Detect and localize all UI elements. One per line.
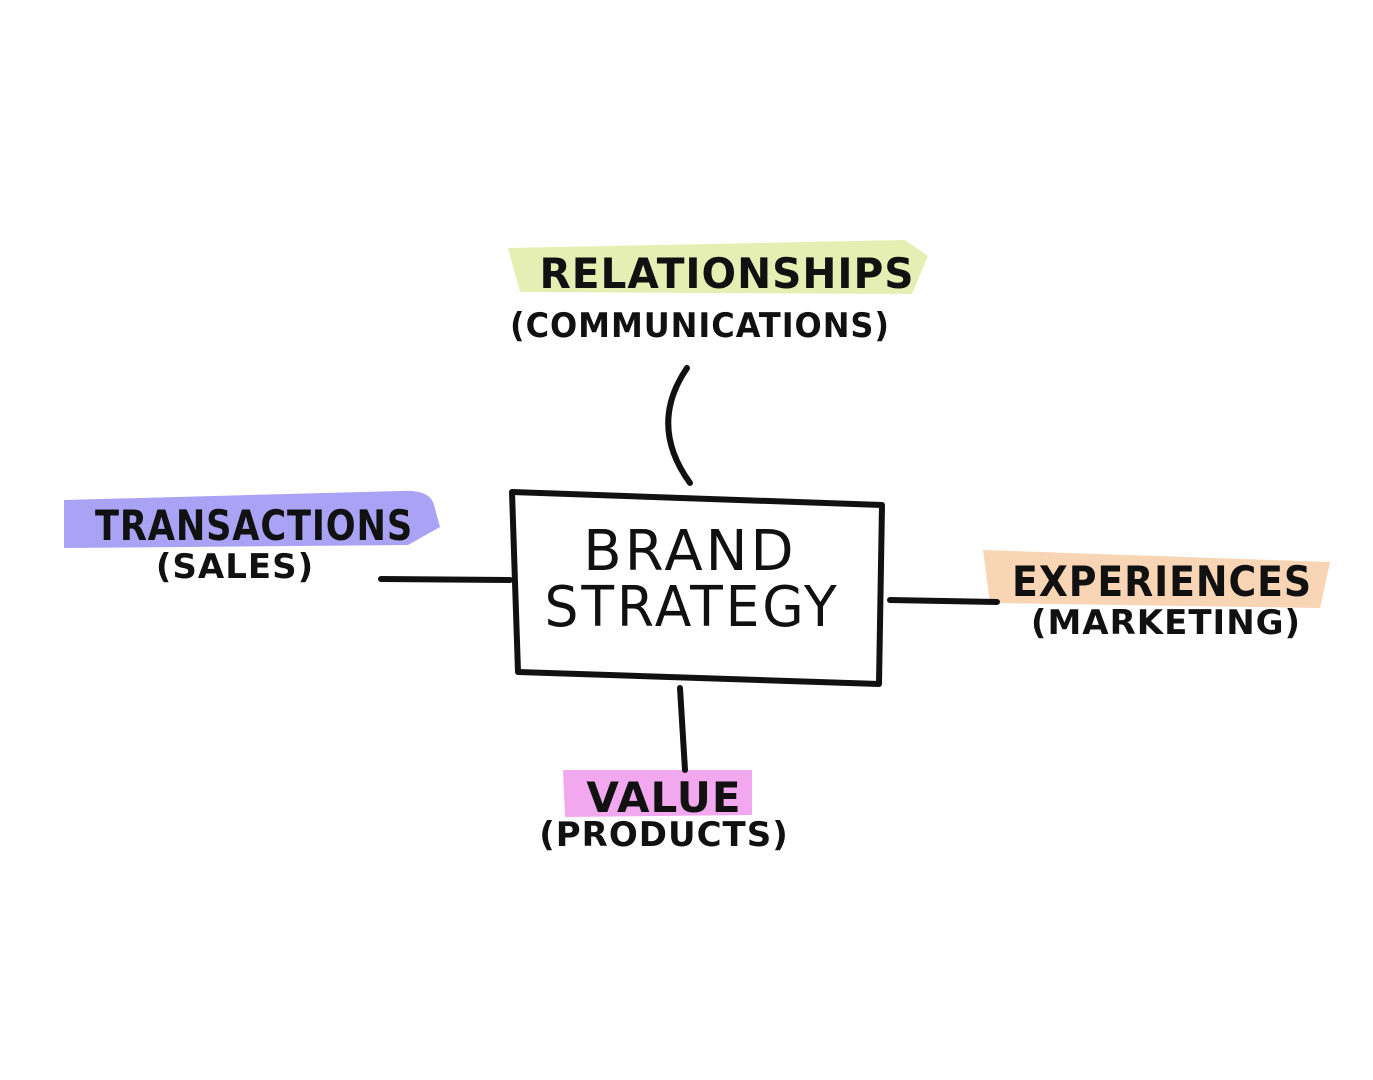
experiences-highlight [983, 550, 1330, 608]
center-title-line1: BRAND [583, 519, 796, 584]
relationships-subtitle: (COMMUNICATIONS) [510, 306, 890, 346]
connector-right [887, 597, 1000, 605]
transactions-highlight [64, 490, 440, 548]
center-box [509, 489, 885, 687]
center-title-line2: STRATEGY [545, 575, 840, 640]
transactions-subtitle: (SALES) [156, 547, 314, 587]
value-title: VALUE [586, 773, 741, 822]
value-highlight [563, 770, 752, 817]
connector-left [378, 576, 513, 583]
relationships-highlight [508, 240, 928, 294]
experiences-subtitle: (MARKETING) [1031, 603, 1301, 643]
connector-bottom [677, 685, 688, 773]
relationships-title: RELATIONSHIPS [540, 249, 915, 298]
transactions-title: TRANSACTIONS [95, 501, 413, 550]
connector-top [665, 365, 693, 486]
experiences-title: EXPERIENCES [1012, 557, 1312, 606]
value-subtitle: (PRODUCTS) [539, 815, 789, 855]
